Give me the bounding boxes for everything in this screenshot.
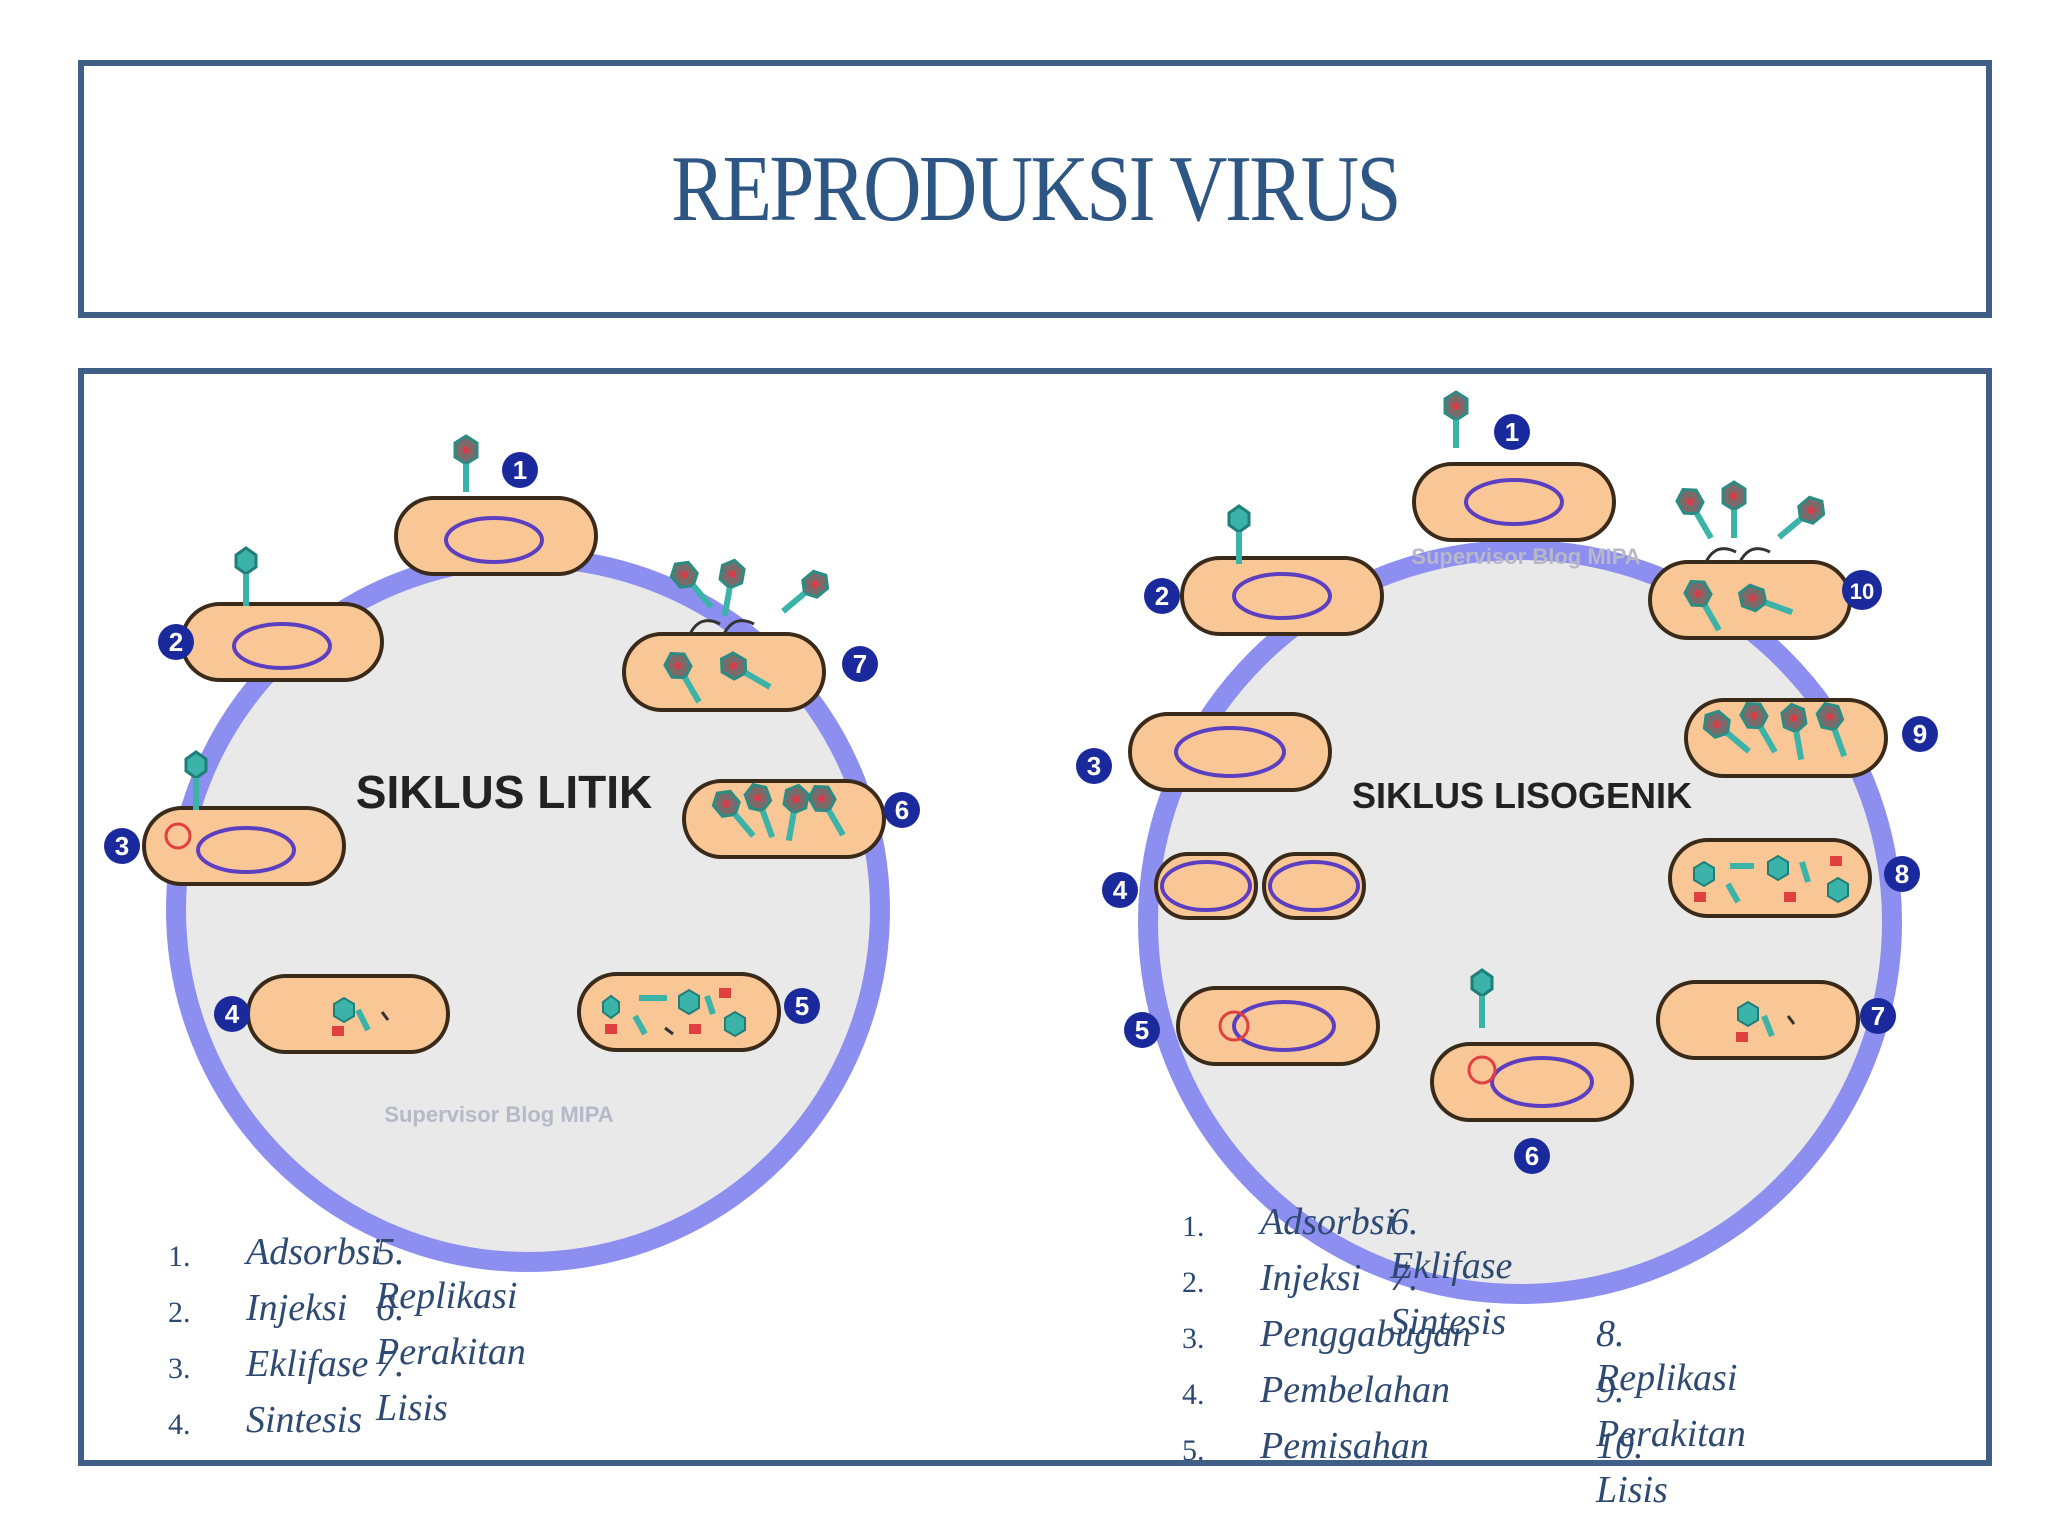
- cycles-diagram: SIKLUS LITIK Supervisor Blog MIPA: [104, 374, 1938, 1304]
- litik-legend-right-1: 5. Replikasi: [376, 1231, 518, 1317]
- litik-legend-label-3: Eklifase: [246, 1343, 369, 1385]
- title-box: REPRODUKSI VIRUS: [78, 60, 1992, 318]
- lisogenik-cell-6: [1430, 1042, 1634, 1122]
- litik-heading: SIKLUS LITIK: [356, 766, 652, 818]
- lisogenik-badge-7: 7: [1860, 998, 1896, 1034]
- lisogenik-badge-1: 1: [1494, 414, 1530, 450]
- litik-legend-label-4: Sintesis: [246, 1399, 363, 1441]
- svg-text:2: 2: [1155, 581, 1169, 611]
- lisogenik-legend-num-1: 1.: [1182, 1210, 1205, 1243]
- svg-text:6: 6: [895, 795, 909, 825]
- lisogenik-badge-8: 8: [1884, 856, 1920, 892]
- litik-badge-7: 7: [842, 646, 878, 682]
- litik-cell-5: [577, 972, 781, 1052]
- lisogenik-legend-label-5: Pemisahan: [1260, 1425, 1429, 1467]
- lisogenik-legend-right-3: 8. Replikasi: [1596, 1313, 1738, 1399]
- litik-badge-3: 3: [104, 828, 140, 864]
- litik-watermark: Supervisor Blog MIPA: [384, 1102, 614, 1127]
- lisogenik-cell-9: [1684, 698, 1888, 778]
- content-box: SIKLUS LITIK Supervisor Blog MIPA: [78, 368, 1992, 1511]
- lisogenik-legend-num-5: 5.: [1182, 1434, 1205, 1467]
- litik-legend-num-2: 2.: [168, 1296, 191, 1329]
- lisogenik-cell-2: [1180, 556, 1384, 636]
- lisogenik-cycle: SIKLUS LISOGENIK Supervisor Blog MIPA: [1076, 392, 1938, 1304]
- lisogenik-cell-7: [1656, 980, 1860, 1060]
- svg-text:5: 5: [1135, 1015, 1149, 1045]
- litik-cell-1: [394, 496, 598, 576]
- svg-text:2: 2: [169, 627, 183, 657]
- litik-legend-num-4: 4.: [168, 1408, 191, 1441]
- lisogenik-heading: SIKLUS LISOGENIK: [1352, 775, 1692, 816]
- litik-legend-label-1: Adsorbsi: [246, 1231, 382, 1273]
- svg-text:7: 7: [1871, 1001, 1885, 1031]
- svg-text:1: 1: [1505, 417, 1519, 447]
- lisogenik-badge-2: 2: [1144, 578, 1180, 614]
- litik-cell-2: [180, 602, 384, 682]
- lisogenik-legend-right-1: 6. Eklifase: [1390, 1201, 1513, 1287]
- litik-badge-4: 4: [214, 996, 250, 1032]
- lisogenik-ring: [1138, 540, 1902, 1304]
- lisogenik-badge-9: 9: [1902, 716, 1938, 752]
- lisogenik-legend-label-1: Adsorbsi: [1260, 1201, 1396, 1243]
- lisogenik-watermark: Supervisor Blog MIPA: [1411, 544, 1641, 569]
- svg-text:10: 10: [1850, 579, 1874, 604]
- svg-text:5: 5: [795, 991, 809, 1021]
- lisogenik-cell-1: [1412, 462, 1616, 542]
- litik-legend-label-2: Injeksi: [246, 1287, 348, 1329]
- svg-text:4: 4: [225, 999, 240, 1029]
- lisogenik-badge-10: 10: [1842, 570, 1882, 610]
- litik-cell-6: [682, 781, 886, 859]
- svg-text:4: 4: [1113, 875, 1128, 905]
- lisogenik-legend-num-3: 3.: [1182, 1322, 1205, 1355]
- svg-text:9: 9: [1913, 719, 1927, 749]
- lisogenik-legend-num-4: 4.: [1182, 1378, 1205, 1411]
- lisogenik-legend-right-2: 7. Sintesis: [1390, 1257, 1507, 1343]
- svg-text:1: 1: [513, 455, 527, 485]
- lisogenik-cell-5: [1176, 986, 1380, 1066]
- lisogenik-legend-label-4: Pembelahan: [1260, 1369, 1450, 1411]
- litik-legend-right-3: 7. Lisis: [376, 1343, 448, 1429]
- litik-legend-num-1: 1.: [168, 1240, 191, 1273]
- lisogenik-legend-right-5: 10. Lisis: [1596, 1425, 1668, 1511]
- litik-badge-5: 5: [784, 988, 820, 1024]
- lisogenik-legend-right-4: 9. Perakitan: [1596, 1369, 1746, 1455]
- lisogenik-cell-8: [1668, 838, 1872, 918]
- svg-text:7: 7: [853, 649, 867, 679]
- litik-cell-7: [622, 619, 826, 712]
- lisogenik-badge-6: 6: [1514, 1138, 1550, 1174]
- litik-badge-2: 2: [158, 624, 194, 660]
- litik-legend-right-2: 6. Perakitan: [376, 1287, 526, 1373]
- svg-text:3: 3: [115, 831, 129, 861]
- lisogenik-badge-5: 5: [1124, 1012, 1160, 1048]
- svg-text:3: 3: [1087, 751, 1101, 781]
- litik-cell-4: [246, 974, 450, 1054]
- lisogenik-legend-label-3: Penggabugan: [1260, 1313, 1472, 1355]
- lisogenik-cell-10: [1648, 547, 1852, 640]
- litik-legend-num-3: 3.: [168, 1352, 191, 1385]
- lisogenik-cell-4: [1154, 852, 1366, 920]
- litik-cycle: SIKLUS LITIK Supervisor Blog MIPA: [104, 436, 920, 1272]
- lisogenik-badge-3: 3: [1076, 748, 1112, 784]
- page-title: REPRODUKSI VIRUS: [671, 137, 1401, 241]
- litik-cell-3: [142, 806, 346, 886]
- litik-badge-6: 6: [884, 792, 920, 828]
- lisogenik-legend-num-2: 2.: [1182, 1266, 1205, 1299]
- litik-badge-1: 1: [502, 452, 538, 488]
- lisogenik-legend-label-2: Injeksi: [1260, 1257, 1362, 1299]
- svg-text:6: 6: [1525, 1141, 1539, 1171]
- lisogenik-cell-3: [1128, 712, 1332, 792]
- lisogenik-badge-4: 4: [1102, 872, 1138, 908]
- svg-text:8: 8: [1895, 859, 1909, 889]
